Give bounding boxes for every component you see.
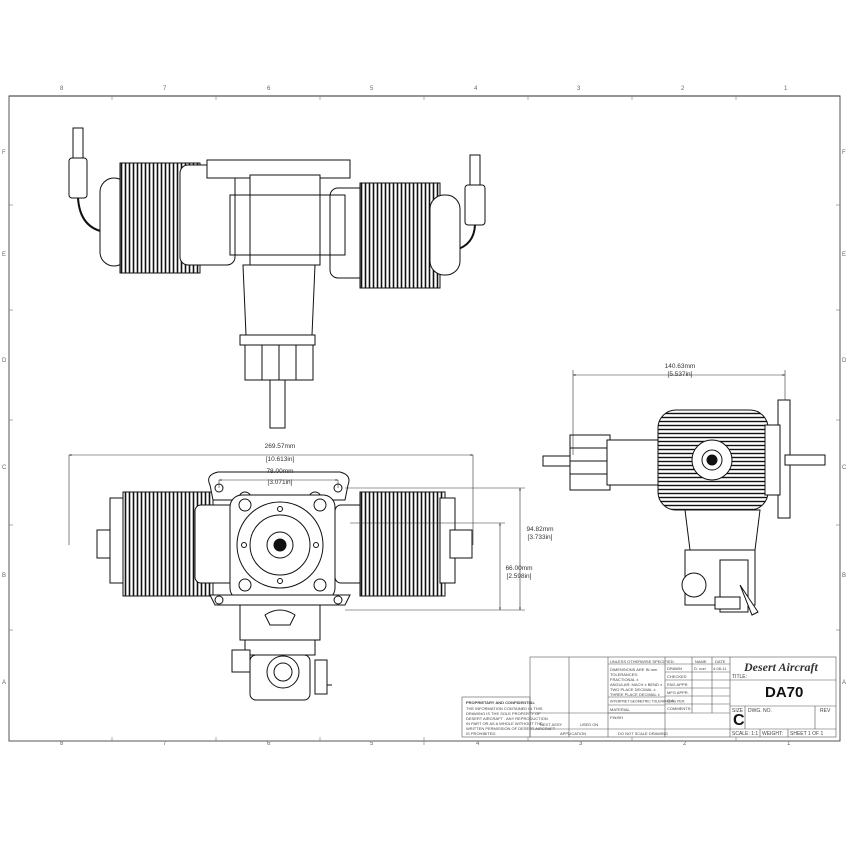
dim-height-mount-mm: 66.00mm — [505, 565, 533, 572]
front-view — [96, 471, 473, 701]
dim-side-length-mm: 140.63mm — [664, 363, 696, 370]
tb-prop-text-1: THE INFORMATION CONTAINED IN THIS — [466, 706, 543, 711]
dim-side-length-in: [5.537in] — [667, 371, 693, 378]
dim-overall-width-in-wrap: [10.613in] — [250, 456, 310, 464]
tb-mfg-appr: MFG APPR. — [667, 690, 689, 695]
zone-bottom-5: 5 — [370, 741, 374, 747]
tb-next-assy: NEXT ASSY — [540, 722, 563, 727]
zone-right-c: C — [842, 465, 847, 471]
dim-height-total-mm: 94.82mm — [526, 526, 554, 533]
tb-size: C — [733, 712, 745, 729]
zone-top-3: 3 — [577, 86, 581, 92]
tb-two-place: TWO PLACE DECIMAL ± — [610, 687, 656, 692]
tb-application: APPLICATION — [560, 731, 587, 736]
tb-prop-text-6: IS PROHIBITED. — [466, 731, 497, 736]
dim-mount-width-in: [3.071in] — [267, 479, 293, 486]
tb-eng-appr: ENG APPR. — [667, 682, 689, 687]
zone-top-4: 4 — [474, 86, 478, 92]
dim-height-total-in: [3.733in] — [527, 534, 553, 541]
dim-overall-width-in: [10.613in] — [265, 456, 295, 463]
tb-name-hdr: NAME — [695, 659, 707, 664]
dim-height-mount-in: [2.598in] — [506, 573, 532, 580]
tb-dims: DIMENSIONS ARE IN mm — [610, 667, 658, 672]
tb-dwg-label: DWG. NO. — [748, 708, 772, 714]
zone-bottom-1: 1 — [787, 741, 791, 747]
dim-overall-width-mm: 269.57mm — [264, 443, 296, 450]
tb-do-not-scale: DO NOT SCALE DRAWING — [618, 731, 669, 736]
tb-qa: Q.A. — [667, 698, 676, 703]
top-view — [68, 127, 486, 429]
zone-bottom-8: 8 — [60, 741, 64, 747]
zone-bottom-4: 4 — [476, 741, 480, 747]
side-view — [542, 399, 826, 616]
zone-right-b: B — [842, 573, 847, 579]
dim-overall-width: 269.57mm — [250, 443, 310, 451]
zone-ticks — [9, 96, 840, 745]
zone-left-c: C — [2, 465, 7, 471]
tb-size-label: SIZE — [732, 708, 744, 714]
brand-logo-text: Desert Aircraft — [744, 660, 818, 674]
zone-left-f: F — [2, 150, 6, 156]
tb-finish: FINISH — [610, 715, 624, 720]
tb-used-on: USED ON — [580, 722, 599, 727]
tb-date-hdr: DATE — [715, 659, 726, 664]
drawing-title: DA70 — [765, 684, 804, 701]
tb-scale: SCALE: 1:1 — [732, 731, 759, 737]
tb-prop-text-2: DRAWING IS THE SOLE PROPERTY OF — [466, 711, 541, 716]
sheet-frame — [8, 95, 841, 742]
zone-bottom-2: 2 — [683, 741, 687, 747]
dim-mount-width: 78.00mm — [250, 468, 310, 476]
tb-sheet: SHEET 1 OF 1 — [790, 731, 824, 737]
zone-top-5: 5 — [370, 86, 374, 92]
zone-right-a: A — [842, 680, 847, 686]
tb-drawn-name: D. non — [694, 666, 706, 671]
tb-weight: WEIGHT: — [762, 731, 783, 737]
tb-rev-label: REV — [820, 708, 831, 714]
tb-title-label: TITLE: — [732, 674, 748, 680]
tb-three-place: THREE PLACE DECIMAL ± — [610, 692, 660, 697]
tb-tol: TOLERANCES: — [610, 672, 639, 677]
tb-interpret: INTERPRET GEOMETRIC TOLERANCING PER: — [610, 699, 686, 704]
zone-top-7: 7 — [163, 86, 167, 92]
zone-bottom-6: 6 — [267, 741, 271, 747]
zone-right-e: E — [842, 252, 847, 258]
zone-top-6: 6 — [267, 86, 271, 92]
zone-right-d: D — [842, 358, 847, 364]
tb-drawn: DRAWN — [667, 666, 682, 671]
dimension-lines — [68, 370, 786, 611]
tb-material: MATERIAL — [610, 707, 630, 712]
zone-left-a: A — [2, 680, 7, 686]
zone-bottom-3: 3 — [579, 741, 583, 747]
tb-fractional: FRACTIONAL ± — [610, 677, 639, 682]
tb-prop-text-5: WRITTEN PERMISSION OF DESERT AIRCRAFT — [466, 726, 556, 731]
tb-prop-text-4: IN PART OR AS A WHOLE WITHOUT THE — [466, 721, 543, 726]
dim-height-mount: 66.00mm [2.598in] — [502, 565, 536, 581]
zone-left-b: B — [2, 573, 7, 579]
dim-mount-width-mm: 78.00mm — [266, 468, 294, 475]
zone-top-1: 1 — [784, 86, 788, 92]
title-block-grid — [461, 656, 837, 738]
zone-left-e: E — [2, 252, 7, 258]
tb-drawn-date: 4-08-11 — [713, 666, 727, 671]
dim-mount-width-in-wrap: [3.071in] — [250, 479, 310, 487]
dim-side-length: 140.63mm [5.537in] — [648, 363, 712, 379]
tb-checked: CHECKED — [667, 674, 687, 679]
zone-right-f: F — [842, 150, 846, 156]
tb-unless: UNLESS OTHERWISE SPECIFIED: — [610, 659, 675, 664]
dim-height-total: 94.82mm [3.733in] — [522, 526, 558, 542]
tb-proprietary: PROPRIETARY AND CONFIDENTIAL — [466, 700, 535, 705]
tb-angular: ANGULAR: MACH ± BEND ± — [610, 682, 663, 687]
zone-top-2: 2 — [681, 86, 685, 92]
zone-top-8: 8 — [60, 86, 64, 92]
zone-left-d: D — [2, 358, 7, 364]
zone-bottom-7: 7 — [163, 741, 167, 747]
tb-prop-text-3: DESERT AIRCRAFT . ANY REPRODUCTION — [466, 716, 548, 721]
tb-comments: COMMENTS: — [667, 706, 692, 711]
